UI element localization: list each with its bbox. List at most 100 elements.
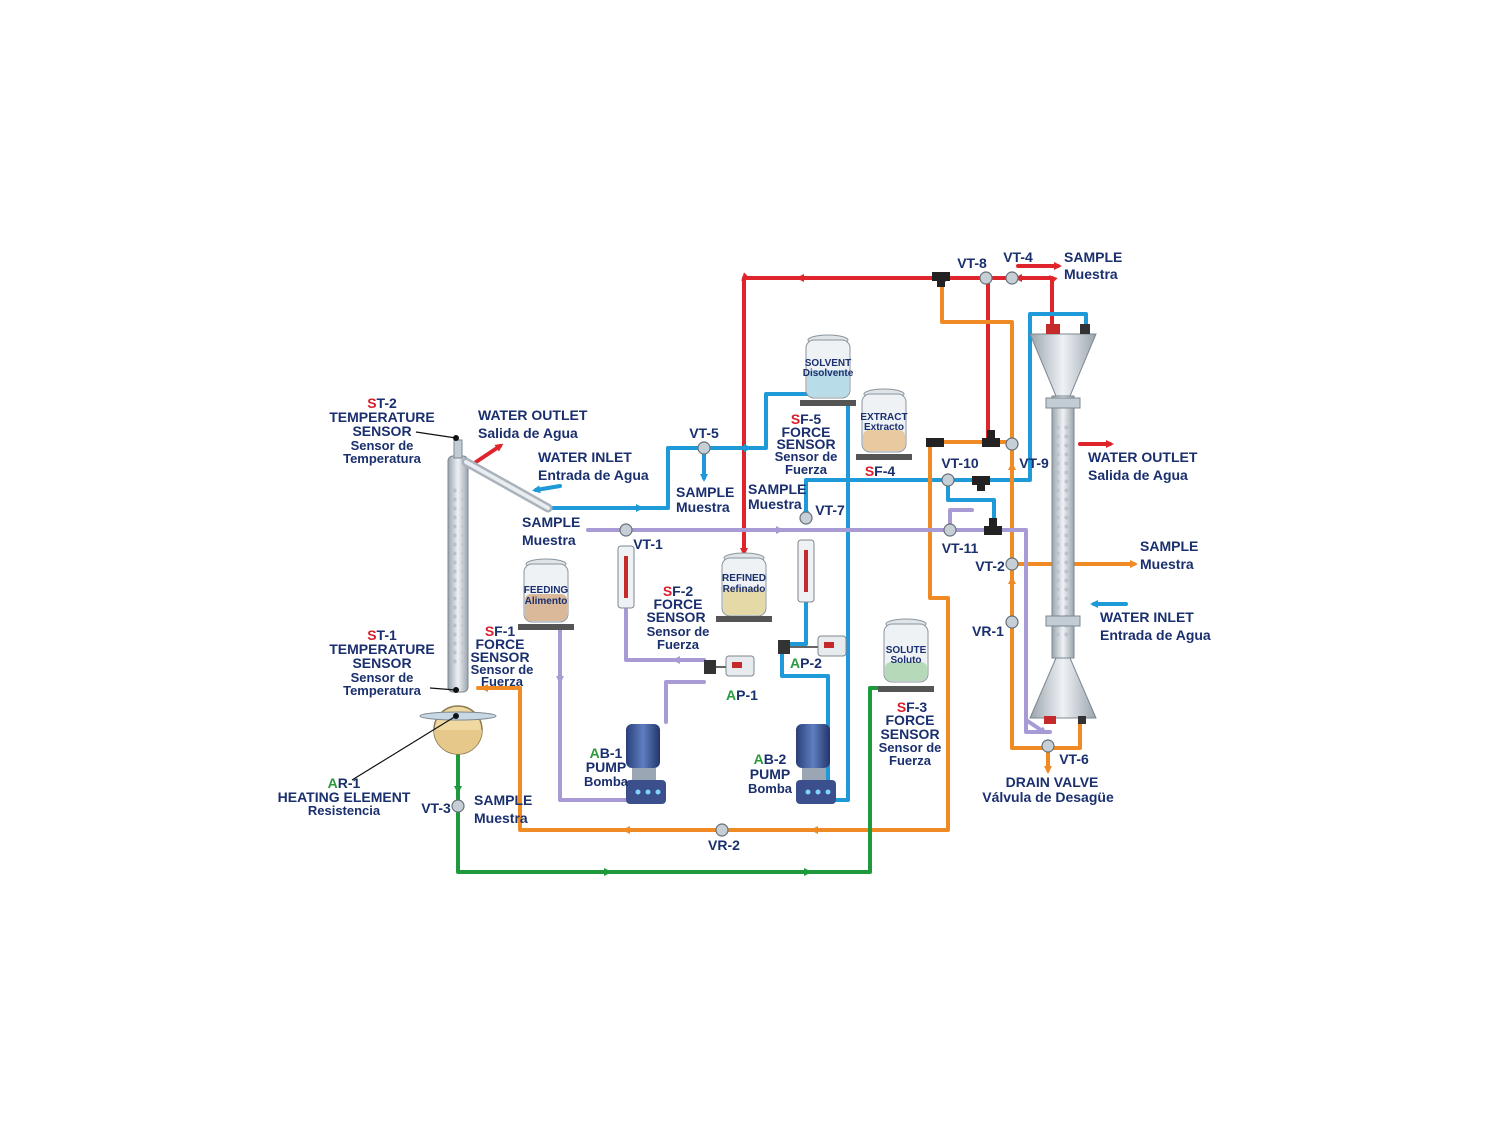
- reboiler-column: [351, 431, 553, 781]
- tank-solvent-sublabel: Disolvente: [803, 368, 854, 379]
- tank-feeding-sublabel: Alimento: [525, 596, 568, 607]
- svg-text:Sensor de: Sensor de: [879, 740, 942, 755]
- label-sf3: SF-3 FORCE SENSOR Sensor de Fuerza: [879, 699, 942, 768]
- valve-vt4: [1005, 271, 1019, 285]
- blue-cold-lines: [532, 312, 1128, 802]
- sample-vt5-sublabel: Muestra: [676, 499, 730, 515]
- sample-vt1-label: SAMPLE: [522, 514, 580, 530]
- tank-solute-sublabel: Soluto: [890, 655, 921, 666]
- svg-text:TEMPERATURE: TEMPERATURE: [329, 409, 435, 425]
- svg-text:Temperatura: Temperatura: [343, 683, 422, 698]
- svg-text:SENSOR: SENSOR: [352, 423, 411, 439]
- blue-solvent-down: [834, 402, 850, 802]
- label-sf1: SF-1 FORCE SENSOR Sensor de Fuerza: [470, 623, 533, 689]
- blue-column-return: [804, 312, 1088, 522]
- label-sf2: SF-2 FORCE SENSOR Sensor de Fuerza: [646, 583, 709, 652]
- svg-text:SENSOR: SENSOR: [880, 726, 939, 742]
- tank-feeding-fill: [525, 594, 567, 621]
- tank-extract: EXTRACT Extracto: [856, 388, 912, 460]
- label-st2: ST-2 TEMPERATURE SENSOR Sensor de Temper…: [329, 395, 435, 466]
- svg-text:SF-2: SF-2: [663, 583, 694, 599]
- tank-solvent-label: SOLVENT: [805, 358, 851, 369]
- valve-vt3: [451, 799, 465, 813]
- green-line: [456, 686, 882, 874]
- svg-text:SF-1: SF-1: [485, 623, 516, 639]
- tank-solvent: SOLVENT Disolvente: [800, 334, 856, 406]
- svg-text:Bomba: Bomba: [748, 781, 793, 796]
- blue-ap2-loop: [780, 598, 830, 802]
- svg-text:Fuerza: Fuerza: [481, 674, 524, 689]
- valve-vt6: [1041, 739, 1055, 753]
- water-outlet-left-label: WATER OUTLET: [478, 407, 588, 423]
- sample-vt7-sublabel: Muestra: [748, 496, 802, 512]
- label-vt3: VT-3: [421, 800, 451, 816]
- pressure-switch-ap2: [778, 635, 847, 657]
- label-vr1: VR-1: [972, 623, 1004, 639]
- tank-solute: SOLUTE Soluto: [878, 618, 934, 692]
- pressure-switch-ap1: [704, 655, 755, 677]
- svg-text:AB-1: AB-1: [590, 745, 623, 761]
- water-outlet-right-label: WATER OUTLET: [1088, 449, 1198, 465]
- svg-text:SF-5: SF-5: [791, 411, 822, 427]
- label-vt11: VT-11: [942, 540, 979, 556]
- sample-vt5-label: SAMPLE: [676, 484, 734, 500]
- label-vt7: VT-7: [815, 502, 845, 518]
- green-solute-line: [454, 686, 882, 876]
- sample-vt7-label: SAMPLE: [748, 481, 806, 497]
- tank-extract-sublabel: Extracto: [864, 422, 904, 433]
- svg-text:Fuerza: Fuerza: [889, 753, 932, 768]
- tank-solvent-fill: [807, 370, 849, 397]
- label-vt4: VT-4: [1003, 249, 1033, 265]
- valve-vt7: [799, 511, 813, 525]
- label-vt9: VT-9: [1019, 455, 1049, 471]
- label-sf5: SF-5 FORCE SENSOR Sensor de Fuerza: [775, 411, 838, 477]
- sample-vt3-sublabel: Muestra: [474, 810, 528, 826]
- pump-ab1: [626, 724, 666, 804]
- valve-labels: VT-1 VT-2 VT-3 VT-4 VT-5 VT-6 VT-7 VT-8 …: [421, 249, 1089, 853]
- valve-symbols: [451, 271, 1055, 837]
- svg-text:Bomba: Bomba: [584, 774, 629, 789]
- water-outlet-right-sublabel: Salida de Agua: [1088, 467, 1188, 483]
- sample-vt2-label: SAMPLE: [1140, 538, 1198, 554]
- tank-feeding-label: FEEDING: [524, 585, 569, 596]
- column-bottom-cone: [1029, 657, 1097, 719]
- label-ap1: AP-1: [726, 687, 758, 703]
- blue-water-inlet-left: [532, 484, 562, 494]
- svg-text:TEMPERATURE: TEMPERATURE: [329, 641, 435, 657]
- tank-refined: REFINED Refinado: [716, 552, 772, 622]
- svg-text:PUMP: PUMP: [750, 766, 790, 782]
- water-inlet-left-label: WATER INLET: [538, 449, 632, 465]
- svg-text:AR-1: AR-1: [328, 775, 361, 791]
- io-labels: WATER OUTLET Salida de Agua WATER INLET …: [474, 249, 1211, 826]
- svg-text:SF-4: SF-4: [865, 463, 896, 479]
- valve-vt8: [979, 271, 993, 285]
- purple-ab1-ap1: [664, 680, 706, 724]
- water-inlet-left-sublabel: Entrada de Agua: [538, 467, 649, 483]
- drain-valve-sublabel: Válvula de Desagüe: [982, 789, 1114, 805]
- tank-refined-fill: [723, 588, 765, 615]
- tank-refined-sublabel: Refinado: [723, 584, 766, 595]
- label-vt2: VT-2: [975, 558, 1005, 574]
- label-vt5: VT-5: [689, 425, 719, 441]
- orange-top: [928, 284, 1014, 444]
- svg-text:SENSOR: SENSOR: [470, 649, 529, 665]
- valve-vr1: [1005, 615, 1019, 629]
- tank-solute-label: SOLUTE: [886, 645, 927, 656]
- water-inlet-right-sublabel: Entrada de Agua: [1100, 627, 1211, 643]
- label-vt10: VT-10: [941, 455, 979, 471]
- blue-vt10-vt11: [946, 478, 996, 532]
- svg-text:Sensor de: Sensor de: [775, 449, 838, 464]
- extraction-column: [1029, 324, 1097, 724]
- valve-vt11: [943, 523, 957, 537]
- sample-vt4-sublabel: Muestra: [1064, 266, 1118, 282]
- label-vt6: VT-6: [1059, 751, 1089, 767]
- red-water-outlet-left: [474, 443, 504, 464]
- tank-feeding: FEEDING Alimento: [518, 558, 574, 630]
- tank-extract-fill: [863, 430, 905, 451]
- svg-text:FORCE: FORCE: [886, 712, 935, 728]
- svg-text:Resistencia: Resistencia: [308, 803, 381, 818]
- valve-vt1: [619, 523, 633, 537]
- water-outlet-left-sublabel: Salida de Agua: [478, 425, 578, 441]
- svg-text:FORCE: FORCE: [782, 424, 831, 440]
- svg-text:SENSOR: SENSOR: [776, 436, 835, 452]
